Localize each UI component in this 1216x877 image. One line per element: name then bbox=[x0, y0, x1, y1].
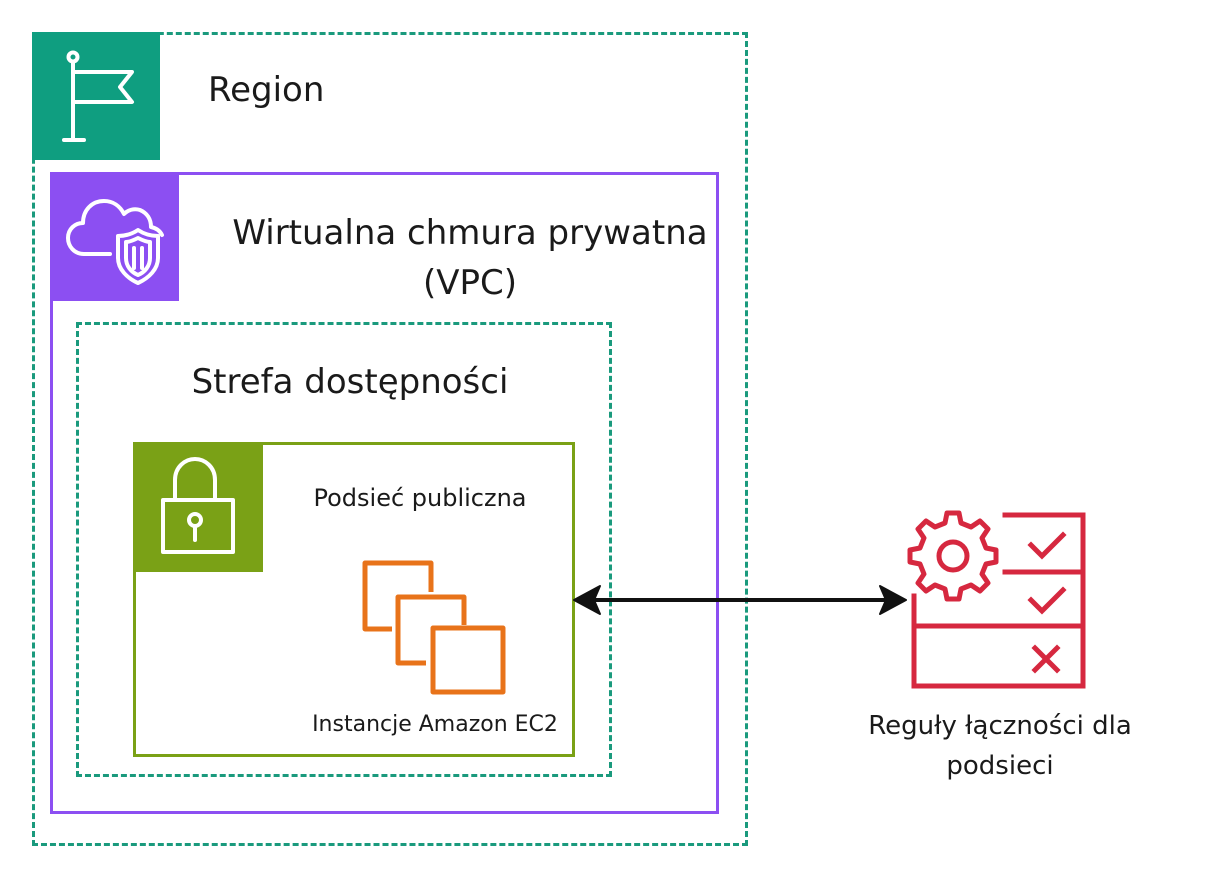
region-label: Region bbox=[208, 70, 325, 110]
flag-icon bbox=[32, 32, 160, 160]
vpc-container bbox=[50, 172, 719, 814]
stacked-instances-icon bbox=[356, 555, 514, 703]
gear-checklist-icon bbox=[905, 508, 1091, 690]
region-container bbox=[32, 32, 748, 846]
connectivity-rules-label: Reguły łączności dla podsieci bbox=[868, 711, 1132, 781]
bidirectional-arrow bbox=[570, 576, 910, 624]
ec2-instances-label: Instancje Amazon EC2 bbox=[312, 712, 558, 737]
public-subnet-label: Podsieć publiczna bbox=[313, 484, 527, 512]
availability-zone-container bbox=[76, 322, 612, 777]
availability-zone-label: Strefa dostępności bbox=[191, 362, 509, 402]
padlock-icon bbox=[133, 442, 263, 572]
vpc-label: Wirtualna chmura prywatna (VPC) bbox=[232, 213, 708, 303]
cloud-shield-icon bbox=[50, 172, 179, 301]
